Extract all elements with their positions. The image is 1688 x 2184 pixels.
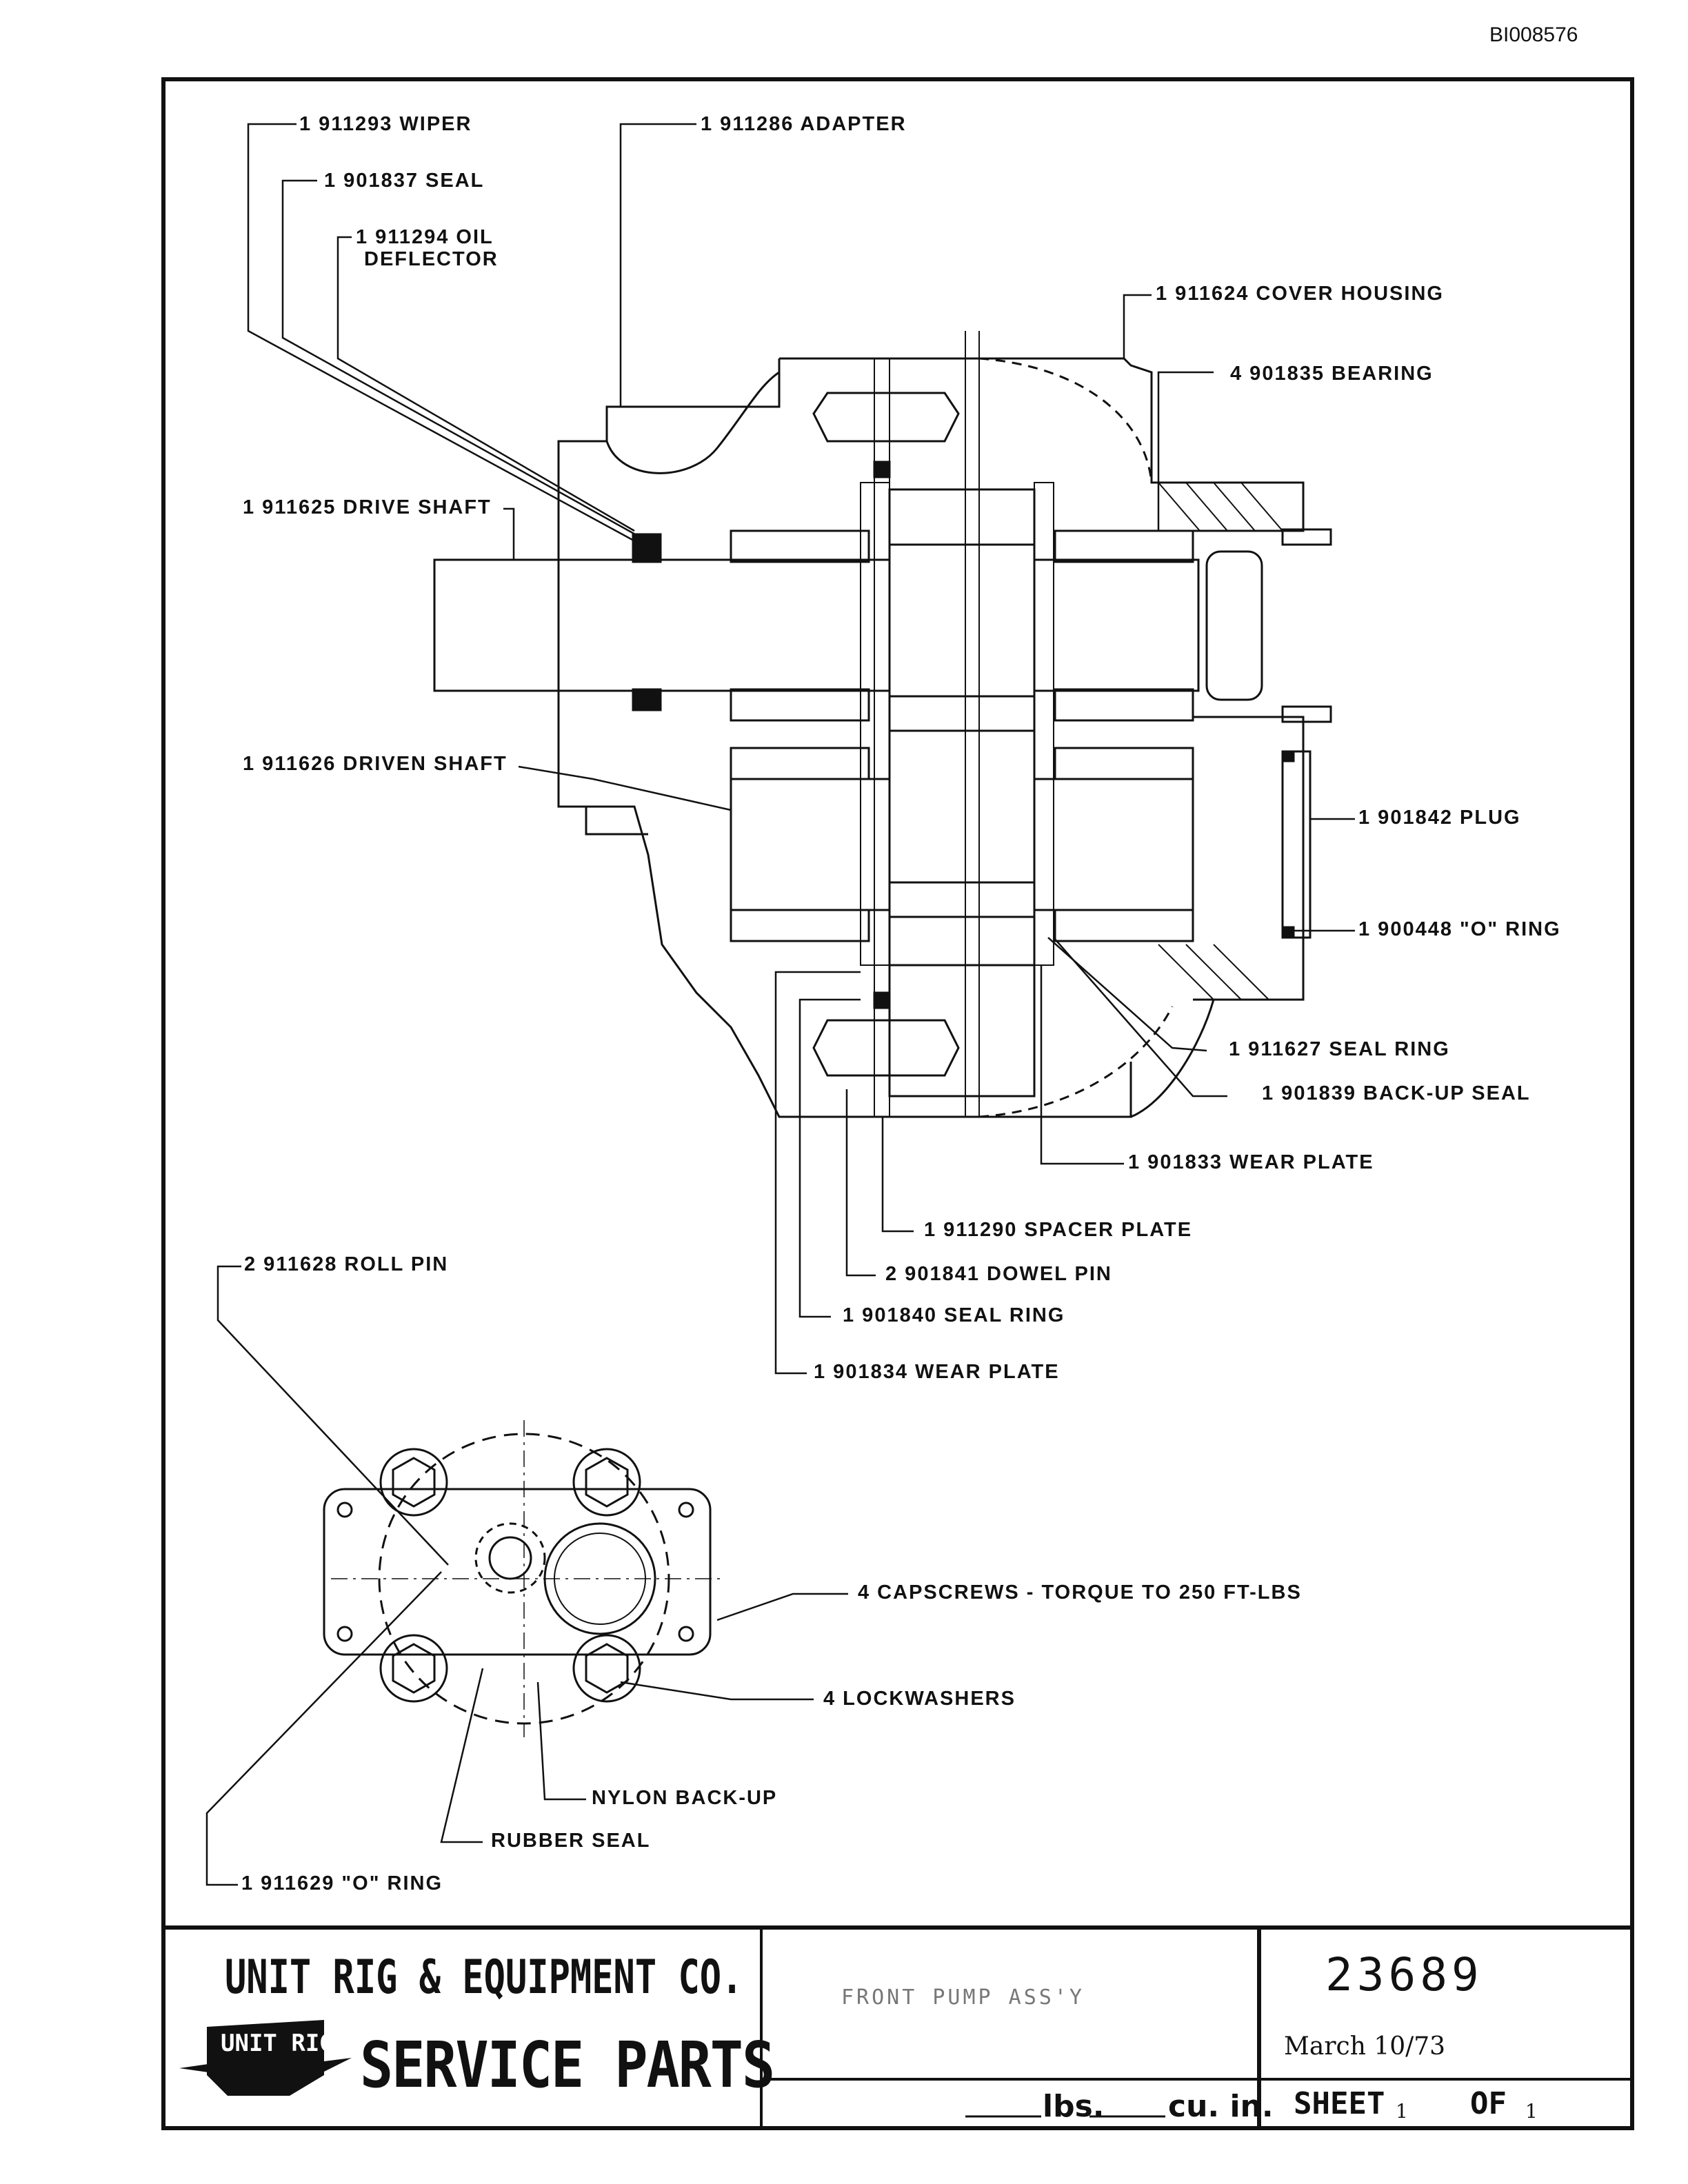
label-rubber-seal: RUBBER SEAL bbox=[491, 1830, 651, 1852]
label-wear-plate-901834: 1 901834 WEAR PLATE bbox=[814, 1361, 1060, 1383]
logo-text: UNIT RIG bbox=[221, 2030, 334, 2057]
label-spacer-plate: 1 911290 SPACER PLATE bbox=[924, 1219, 1193, 1241]
unit-rig-logo: UNIT RIG bbox=[179, 2020, 352, 2096]
label-seal-ring-901840: 1 901840 SEAL RING bbox=[843, 1304, 1065, 1326]
label-roll-pin: 2 911628 ROLL PIN bbox=[244, 1253, 449, 1275]
drive-shaft-body bbox=[433, 558, 891, 692]
lbs-label: lbs. bbox=[1043, 2089, 1105, 2124]
sheet-total: 1 bbox=[1525, 2100, 1538, 2123]
label-adapter: 1 911286 ADAPTER bbox=[701, 113, 907, 135]
sheet-number: 1 bbox=[1396, 2100, 1408, 2123]
drawing-title: FRONT PUMP ASS'Y bbox=[841, 1985, 1085, 2010]
drive-shaft-spline bbox=[1205, 550, 1263, 701]
label-dowel-pin: 2 901841 DOWEL PIN bbox=[885, 1263, 1112, 1285]
label-capscrews: 4 CAPSCREWS - TORQUE TO 250 FT-LBS bbox=[858, 1581, 1302, 1604]
drive-shaft-right bbox=[1033, 558, 1200, 692]
document-id: BI008576 bbox=[1489, 23, 1578, 46]
label-o-ring-900448: 1 900448 "O" RING bbox=[1358, 918, 1561, 940]
drawing-frame bbox=[161, 77, 1634, 2130]
label-cover-housing: 1 911624 COVER HOUSING bbox=[1156, 283, 1444, 305]
label-wiper: 1 911293 WIPER bbox=[299, 113, 472, 135]
label-wear-plate-901833: 1 901833 WEAR PLATE bbox=[1128, 1151, 1374, 1173]
end-view bbox=[323, 1420, 724, 1737]
company-name: UNIT RIG & EQUIPMENT CO. bbox=[225, 1951, 743, 2005]
label-nylon-backup: NYLON BACK-UP bbox=[592, 1787, 778, 1809]
label-o-ring-911629: 1 911629 "O" RING bbox=[241, 1872, 443, 1894]
label-bearing: 4 901835 BEARING bbox=[1230, 363, 1434, 385]
drawing-date: March 10/73 bbox=[1284, 2032, 1446, 2061]
label-drive-shaft: 1 911625 DRIVE SHAFT bbox=[243, 496, 492, 518]
driven-shaft-left bbox=[730, 778, 891, 911]
label-plug: 1 901842 PLUG bbox=[1358, 807, 1521, 829]
sheet-label: SHEET bbox=[1294, 2086, 1385, 2121]
label-seal-ring-911627: 1 911627 SEAL RING bbox=[1229, 1038, 1450, 1060]
label-seal-901837: 1 901837 SEAL bbox=[324, 170, 485, 192]
of-label: OF bbox=[1470, 2086, 1507, 2121]
gear-stack bbox=[888, 488, 1036, 1098]
label-backup-seal: 1 901839 BACK-UP SEAL bbox=[1262, 1082, 1531, 1104]
cu-in-label: cu. in. bbox=[1168, 2089, 1274, 2124]
driven-shaft-right bbox=[1033, 778, 1194, 911]
label-driven-shaft: 1 911626 DRIVEN SHAFT bbox=[243, 753, 508, 775]
label-oil-deflector-line2: DEFLECTOR bbox=[364, 248, 499, 270]
service-parts-title: SERVICE PARTS bbox=[360, 2028, 775, 2102]
drawing-number: 23689 bbox=[1325, 1948, 1483, 2001]
label-lockwashers: 4 LOCKWASHERS bbox=[823, 1688, 1016, 1710]
label-oil-deflector: 1 911294 OIL bbox=[356, 226, 494, 248]
